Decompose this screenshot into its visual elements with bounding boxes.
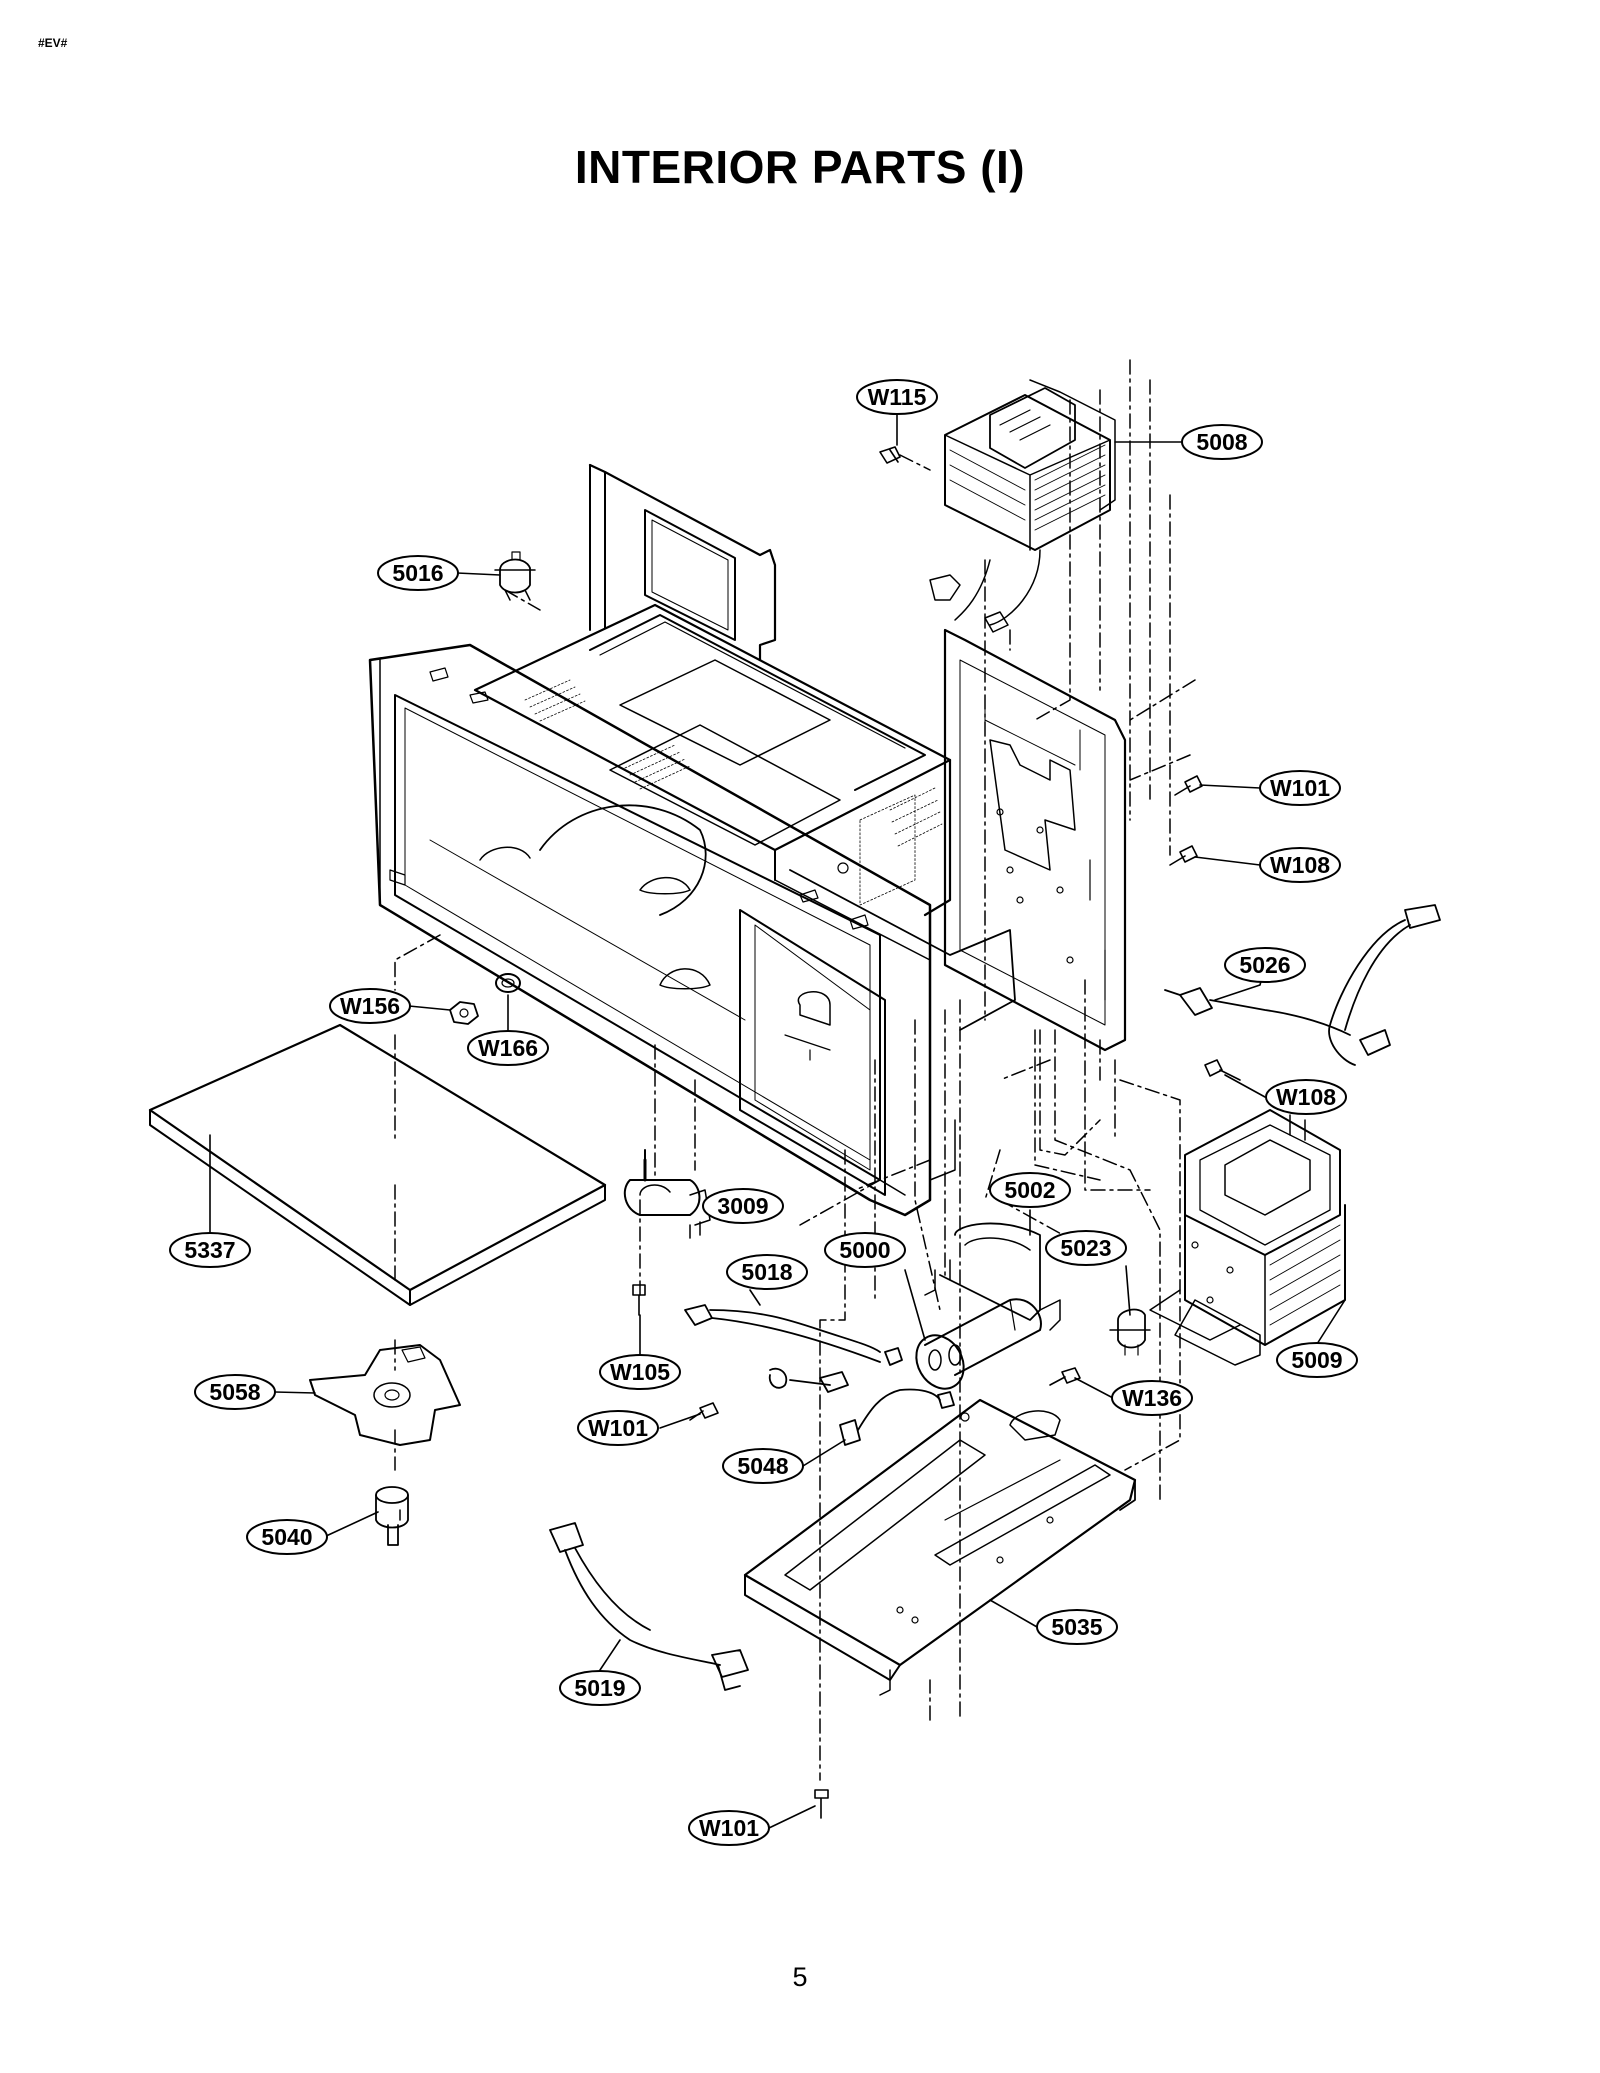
callout-p5035: 5035	[1036, 1609, 1118, 1645]
callout-text: 5337	[184, 1237, 235, 1263]
callout-labels: W11550085016W101W1085026W156W166W1083009…	[169, 379, 1358, 1846]
callout-text: W166	[478, 1035, 538, 1061]
callout-w108a: W108	[1259, 847, 1341, 883]
wire-harnesses	[549, 904, 1441, 1691]
callout-w108b: W108	[1265, 1079, 1347, 1115]
part-5035-component	[743, 1398, 1137, 1696]
part-5000-component	[915, 1298, 1042, 1390]
callout-text: 5016	[392, 560, 443, 586]
callout-p5048: 5048	[722, 1448, 804, 1484]
callout-ellipse	[577, 1410, 659, 1446]
assembly-guide-lines	[394, 359, 1196, 1781]
callout-p5026: 5026	[1224, 947, 1306, 983]
callout-text: W108	[1276, 1084, 1336, 1110]
callout-w101c: W101	[688, 1810, 770, 1846]
callout-ellipse	[1045, 1230, 1127, 1266]
part-5337-component	[148, 1023, 607, 1306]
callout-text: W101	[588, 1415, 648, 1441]
callout-ellipse	[989, 1172, 1071, 1208]
callout-text: 5040	[261, 1524, 312, 1550]
callout-text: 5035	[1051, 1614, 1102, 1640]
callout-text: W108	[1270, 852, 1330, 878]
callout-ellipse	[599, 1354, 681, 1390]
callout-text: 5058	[209, 1379, 260, 1405]
callout-p5023: 5023	[1045, 1230, 1127, 1266]
callout-w166: W166	[467, 1030, 549, 1066]
part-3009-component	[623, 1149, 711, 1239]
callout-text: W101	[699, 1815, 759, 1841]
callout-ellipse	[1259, 770, 1341, 806]
callout-text: 5000	[839, 1237, 890, 1263]
callout-p5009: 5009	[1276, 1342, 1358, 1378]
callout-ellipse	[169, 1232, 251, 1268]
callout-p5008: 5008	[1181, 424, 1263, 460]
page-number: 5	[792, 1962, 808, 1992]
vent-grid	[524, 679, 943, 847]
callout-text: 3009	[717, 1193, 768, 1219]
callout-text: W101	[1270, 775, 1330, 801]
callout-p5016: 5016	[377, 555, 459, 591]
callout-p5000: 5000	[824, 1232, 906, 1268]
part-5023-component	[1109, 1308, 1151, 1356]
callout-w156: W156	[329, 988, 411, 1024]
part-5008-component	[929, 379, 1116, 633]
callout-w101a: W101	[1259, 770, 1341, 806]
callout-text: 5023	[1060, 1235, 1111, 1261]
callout-w115a: W115	[856, 379, 938, 415]
callout-ellipse	[1181, 424, 1263, 460]
callout-ellipse	[1276, 1342, 1358, 1378]
callout-p5002: 5002	[989, 1172, 1071, 1208]
callout-w136: W136	[1111, 1380, 1193, 1416]
callout-p3009: 3009	[702, 1188, 784, 1224]
callout-text: W105	[610, 1359, 670, 1385]
part-5040-component	[375, 1486, 409, 1546]
side-panel	[943, 628, 1127, 1052]
callout-p5058: 5058	[194, 1374, 276, 1410]
callout-ellipse	[702, 1188, 784, 1224]
callout-text: 5019	[574, 1675, 625, 1701]
callout-ellipse	[1224, 947, 1306, 983]
callout-ellipse	[1265, 1079, 1347, 1115]
callout-p5040: 5040	[246, 1519, 328, 1555]
oven-cavity-chassis	[368, 463, 1016, 1217]
callout-text: W136	[1122, 1385, 1182, 1411]
callout-ellipse	[722, 1448, 804, 1484]
callout-ellipse	[467, 1030, 549, 1066]
callout-text: 5008	[1196, 429, 1247, 455]
callout-p5337: 5337	[169, 1232, 251, 1268]
part-5009-component	[1149, 1109, 1346, 1366]
part-5002-component	[924, 1222, 1061, 1331]
callout-ellipse	[329, 988, 411, 1024]
callout-p5019: 5019	[559, 1670, 641, 1706]
callout-ellipse	[246, 1519, 328, 1555]
callout-text: W115	[868, 384, 927, 410]
callout-ellipse	[377, 555, 459, 591]
callout-text: W156	[340, 993, 400, 1019]
callout-w105: W105	[599, 1354, 681, 1390]
page-title: INTERIOR PARTS (I)	[574, 141, 1026, 193]
callout-ellipse	[726, 1254, 808, 1290]
callout-ellipse	[1259, 847, 1341, 883]
callout-ellipse	[194, 1374, 276, 1410]
part-5058-component	[309, 1344, 461, 1446]
callout-ellipse	[688, 1810, 770, 1846]
callout-text: 5026	[1239, 952, 1290, 978]
callout-w101b: W101	[577, 1410, 659, 1446]
callout-p5018: 5018	[726, 1254, 808, 1290]
callout-ellipse	[824, 1232, 906, 1268]
callout-ellipse	[559, 1670, 641, 1706]
callout-ellipse	[856, 379, 938, 415]
callout-ellipse	[1036, 1609, 1118, 1645]
part-w166-component	[495, 973, 521, 993]
document-code: #EV#	[38, 36, 68, 50]
part-w156-component	[449, 1001, 479, 1025]
callout-ellipse	[1111, 1380, 1193, 1416]
callout-text: 5048	[737, 1453, 788, 1479]
part-5016-component	[494, 551, 536, 601]
callout-text: 5002	[1004, 1177, 1055, 1203]
callout-text: 5018	[741, 1259, 792, 1285]
callout-text: 5009	[1291, 1347, 1342, 1373]
